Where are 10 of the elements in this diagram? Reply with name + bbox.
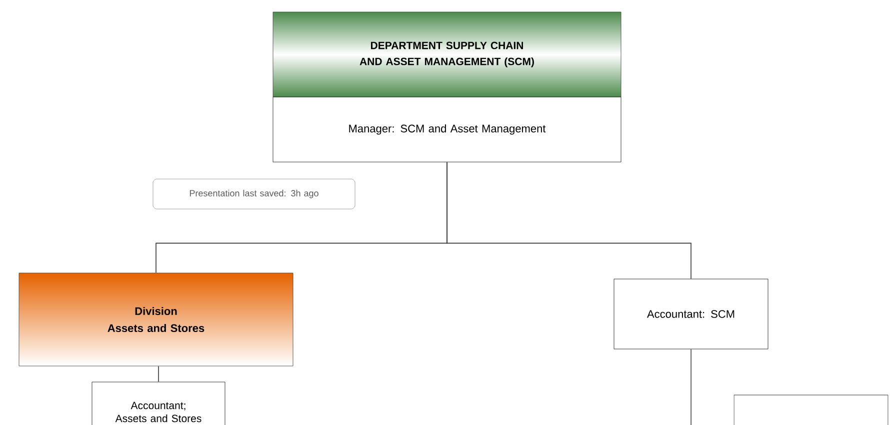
connector-line <box>446 162 692 280</box>
accountant-box: Accountant; Assets and Stores <box>92 382 226 425</box>
division-box: Division Assets and Stores <box>18 272 294 366</box>
status-tooltip: Presentation last saved: 3h ago <box>152 178 356 210</box>
connector-line <box>690 348 692 425</box>
connector-line <box>158 366 159 382</box>
department-header-box: DEPARTMENT SUPPLY CHAIN AND ASSET MANAGEMENT (SCM) <box>272 12 622 98</box>
position-box <box>734 394 888 425</box>
manager-box: Manager: SCM and Asset Management <box>272 96 622 162</box>
accountant-box: Accountant: SCM <box>614 278 768 350</box>
